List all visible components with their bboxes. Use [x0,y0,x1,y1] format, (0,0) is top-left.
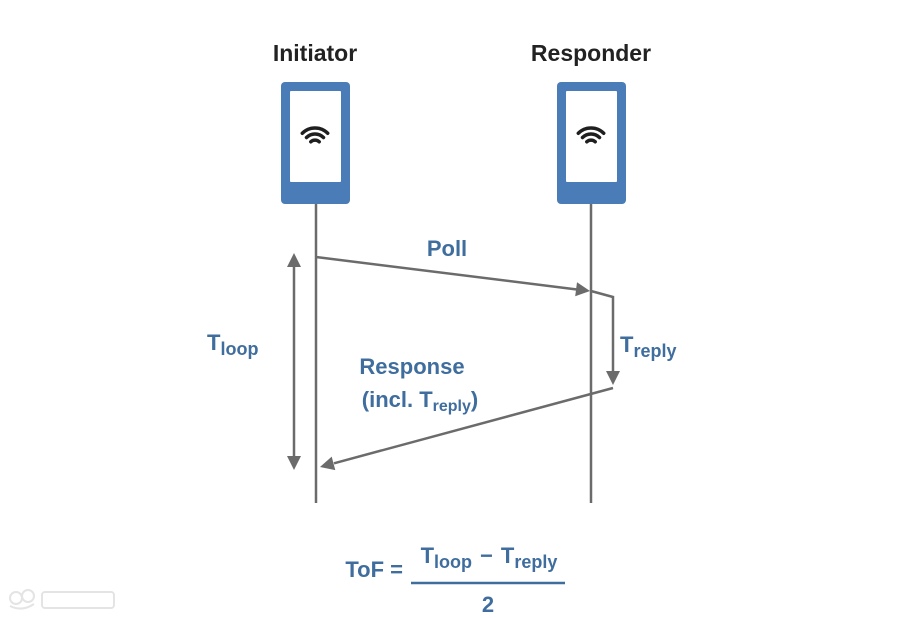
initiator-wifi-icon [300,126,330,144]
numerator-t-loop-main: T [421,543,435,568]
t-reply-arrowhead [606,371,620,385]
t-reply-label: Treply [620,332,676,361]
watermark-logo [9,589,115,610]
numerator-t-loop-subscript: loop [434,552,472,572]
response-arrow-shaft [333,386,614,465]
t-loop-subscript: loop [220,339,258,359]
responder-device-screen [566,91,617,182]
tof-formula: ToF = Tloop−Treply 2 [345,543,565,617]
response-includes-label: (incl. Treply) [362,387,478,415]
formula-denominator: 2 [482,592,494,617]
numerator-t-reply-subscript: reply [514,552,557,572]
response-includes-t: T [419,387,433,412]
response-includes-subscript: reply [433,398,471,415]
response-label: Response [359,354,464,379]
t-reply-arrow-shaft [590,289,615,372]
numerator-minus: − [480,543,493,568]
t-reply-arrow [590,289,620,385]
numerator-t-reply-main: T [501,543,515,568]
poll-arrow [315,255,590,297]
poll-arrow-shaft [315,255,578,291]
response-includes-prefix: (incl. [362,387,419,412]
responder-label: Responder [531,40,651,66]
t-loop-arrowhead-bottom [287,456,301,470]
response-arrow [320,386,614,471]
t-loop-double-arrow [287,253,301,470]
t-reply-subscript: reply [633,341,676,361]
formula-lhs: ToF = [345,557,403,582]
formula-numerator: Tloop−Treply [421,543,558,572]
response-arrowhead [320,456,336,471]
initiator-device-screen [290,91,341,182]
initiator-smartphone-icon [281,82,350,204]
initiator-label: Initiator [273,40,357,66]
t-loop-label: Tloop [207,330,258,359]
response-includes-suffix: ) [471,387,478,412]
poll-label: Poll [427,236,467,261]
poll-arrowhead [575,282,590,297]
t-loop-arrowhead-top [287,253,301,267]
t-reply-main: T [620,332,634,357]
responder-smartphone-icon [557,82,626,204]
responder-wifi-icon [576,126,606,144]
t-loop-main: T [207,330,221,355]
